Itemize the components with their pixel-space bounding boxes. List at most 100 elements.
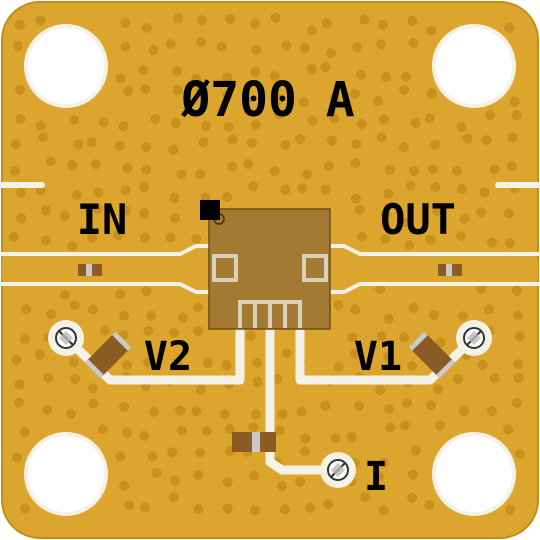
- via-dot: [297, 183, 308, 194]
- via-dot: [38, 132, 49, 143]
- via-dot: [92, 204, 103, 215]
- via-dot: [302, 169, 313, 180]
- via-dot: [430, 139, 441, 150]
- bond-pad-v1: [456, 320, 492, 356]
- via-dot: [274, 425, 285, 436]
- via-dot: [383, 188, 394, 199]
- input-port-label: IN: [77, 195, 128, 244]
- part-number-label: Ø700 A: [180, 72, 354, 128]
- via-dot: [373, 471, 384, 482]
- via-dot: [120, 205, 131, 216]
- via-dot: [456, 121, 467, 132]
- via-dot: [354, 204, 365, 215]
- via-dot: [383, 351, 393, 362]
- via-dot: [197, 15, 207, 26]
- via-dot: [277, 409, 288, 419]
- via-dot: [219, 409, 230, 419]
- coupling-cap-out: [438, 264, 462, 276]
- via-dot: [476, 207, 487, 218]
- via-dot: [115, 73, 126, 84]
- via-dot: [14, 379, 25, 390]
- via-dot: [175, 405, 186, 416]
- via-dot: [486, 406, 497, 417]
- via-dot: [281, 348, 292, 359]
- via-dot: [87, 383, 98, 394]
- via-dot: [43, 373, 54, 384]
- via-dot: [252, 357, 263, 368]
- via-dot: [222, 192, 233, 203]
- via-dot: [191, 233, 202, 244]
- via-dot: [216, 41, 227, 52]
- via-dot: [513, 310, 524, 321]
- via-dot: [193, 326, 204, 337]
- via-dot: [119, 401, 130, 412]
- via-dot: [169, 327, 179, 338]
- via-dot: [380, 234, 391, 244]
- via-dot: [227, 161, 238, 172]
- mounting-holes: [24, 24, 516, 516]
- via-dot: [505, 504, 516, 515]
- via-dot: [347, 332, 358, 343]
- trace-v1: [295, 305, 479, 385]
- via-dot: [93, 187, 104, 198]
- via-dot: [399, 420, 410, 431]
- via-dot: [410, 445, 421, 456]
- via-dot: [269, 166, 280, 177]
- via-dot: [99, 325, 110, 336]
- bond-pads: [48, 320, 492, 488]
- via-dot: [165, 232, 176, 243]
- via-dot: [349, 348, 360, 359]
- via-dot: [277, 481, 287, 492]
- via-dot: [384, 164, 395, 175]
- via-dot: [115, 289, 126, 300]
- via-dot: [296, 406, 307, 417]
- via-dot: [202, 358, 213, 369]
- via-dot: [195, 169, 206, 180]
- via-dot: [398, 142, 409, 153]
- via-dot: [98, 117, 109, 128]
- via-dot: [376, 132, 387, 143]
- via-dot: [60, 210, 70, 221]
- via-dot: [176, 425, 187, 436]
- via-dot: [323, 499, 334, 510]
- via-dot: [485, 110, 496, 121]
- via-dot: [250, 66, 261, 77]
- via-dot: [329, 113, 340, 124]
- mounting-hole-bottom-right: [432, 432, 516, 516]
- via-dot: [349, 89, 360, 99]
- via-dot: [459, 405, 469, 416]
- via-dot: [333, 300, 344, 310]
- via-dot: [140, 84, 151, 94]
- via-dot: [514, 448, 525, 459]
- via-dot: [97, 424, 108, 435]
- via-dot: [305, 502, 316, 513]
- via-dot: [143, 357, 153, 368]
- via-dot: [252, 376, 263, 387]
- via-dot: [410, 118, 421, 129]
- via-dot: [375, 385, 386, 396]
- via-dot: [251, 45, 262, 56]
- ic-pad-bias: [238, 300, 302, 328]
- via-dot: [172, 85, 183, 96]
- via-dot: [148, 45, 159, 56]
- via-dot: [399, 332, 410, 343]
- via-dot: [88, 398, 99, 409]
- via-dot: [86, 137, 97, 148]
- via-dot: [295, 134, 306, 145]
- via-dot: [507, 132, 518, 143]
- via-dot: [201, 120, 211, 131]
- via-dot: [245, 330, 256, 341]
- via-dot: [281, 40, 292, 51]
- via-dot: [355, 69, 366, 80]
- via-dot: [221, 360, 232, 371]
- via-dot: [172, 66, 183, 77]
- via-dot: [227, 134, 238, 145]
- via-dot: [193, 302, 204, 313]
- via-dot: [15, 113, 26, 124]
- via-dot: [242, 94, 253, 105]
- via-dot: [424, 113, 435, 124]
- via-dot: [477, 359, 488, 370]
- via-dot: [479, 187, 490, 198]
- via-dot: [122, 360, 132, 371]
